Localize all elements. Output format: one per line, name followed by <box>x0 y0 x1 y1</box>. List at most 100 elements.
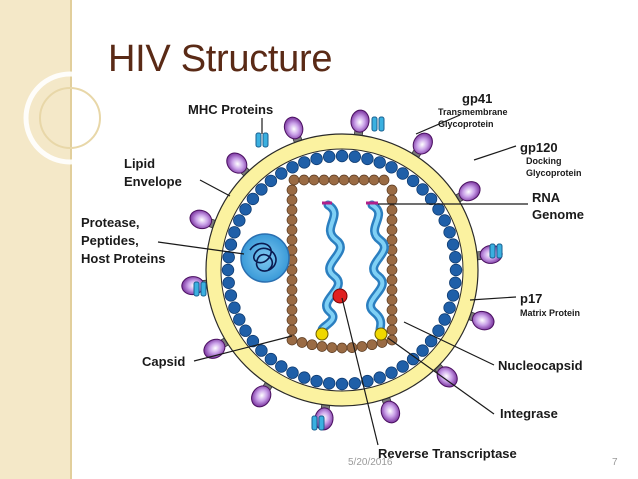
matrix-bead <box>255 344 268 357</box>
matrix-bead <box>221 263 235 277</box>
capsid-bead <box>386 204 398 216</box>
matrix-bead <box>348 150 362 163</box>
mhc-protein-icon <box>193 281 207 297</box>
label-gp120-desc1: Docking <box>526 156 562 166</box>
capsid-bead <box>288 174 300 186</box>
capsid-bead <box>386 284 398 296</box>
capsid-bead <box>386 264 398 276</box>
matrix-bead <box>424 192 438 206</box>
matrix-bead <box>222 251 235 264</box>
matrix-bead <box>361 374 374 388</box>
capsid-bead <box>286 214 298 226</box>
matrix-bead <box>416 344 429 357</box>
rna-strand-right-hi <box>368 203 387 332</box>
matrix-bead <box>443 301 456 314</box>
integrase-left <box>315 327 329 341</box>
capsid-bead <box>286 184 298 196</box>
protease-tangle <box>249 242 277 272</box>
matrix-bead <box>233 214 246 227</box>
mhc-protein-icon <box>311 415 325 431</box>
label-nucleocapsid: Nucleocapsid <box>498 358 583 373</box>
p17-matrix-layer <box>221 149 463 391</box>
capsid-bead <box>366 339 378 351</box>
matrix-bead <box>298 371 311 384</box>
integrase-right <box>374 327 388 341</box>
capsid-bead <box>286 224 298 236</box>
matrix-bead <box>310 374 323 388</box>
matrix-bead <box>224 289 238 302</box>
matrix-bead <box>323 150 336 163</box>
matrix-bead <box>406 174 420 188</box>
capsid-bead <box>386 254 398 266</box>
gp120-spike-icon <box>283 116 304 147</box>
matrix-bead <box>361 152 374 166</box>
label-p17: p17 <box>520 291 542 306</box>
glycoprotein-spikes <box>181 109 503 431</box>
capsid-bead <box>338 174 350 186</box>
capsid-bead <box>386 184 398 196</box>
matrix-bead <box>396 167 409 180</box>
gp120-spike-icon <box>350 109 370 140</box>
matrix-bead <box>443 226 456 239</box>
matrix-bead <box>286 161 299 174</box>
matrix-bead <box>449 251 462 264</box>
capsid-bead <box>318 174 330 186</box>
matrix-bead <box>264 174 278 188</box>
matrix-bead <box>373 371 386 384</box>
capsid-bead <box>286 304 298 316</box>
capsid-bead <box>286 264 298 276</box>
slide-title: HIV Structure <box>108 38 333 80</box>
matrix-bead <box>438 214 451 227</box>
matrix-bead <box>239 203 252 216</box>
label-integrase: Integrase <box>500 406 558 421</box>
mhc-protein-icon <box>255 132 269 148</box>
matrix-bead <box>449 276 462 290</box>
capsid-bead <box>348 174 360 186</box>
matrix-bead <box>323 377 336 390</box>
capsid-bead <box>386 234 398 246</box>
slide-date: 5/20/2016 <box>348 457 393 468</box>
capsid-bead <box>368 174 380 186</box>
matrix-bead <box>406 352 420 366</box>
capsid-bead <box>386 294 398 306</box>
mhc-proteins <box>193 116 503 431</box>
matrix-bead <box>246 192 260 206</box>
capsid-bead <box>386 324 398 336</box>
capsid-bead <box>378 174 390 186</box>
matrix-bead <box>438 313 451 326</box>
matrix-bead <box>446 289 460 302</box>
gp120-spike-icon <box>464 310 495 331</box>
matrix-bead <box>239 324 252 337</box>
matrix-bead <box>310 152 323 166</box>
matrix-bead <box>222 276 235 290</box>
matrix-bead <box>385 366 398 379</box>
matrix-bead <box>416 183 429 196</box>
matrix-bead <box>255 183 268 196</box>
capsid-bead <box>286 294 298 306</box>
matrix-bead <box>335 377 349 391</box>
slide-sidebar <box>0 0 70 479</box>
matrix-bead <box>385 161 398 174</box>
capsid-bead <box>386 274 398 286</box>
capsid-bead <box>286 274 298 286</box>
label-genome: Genome <box>532 207 584 222</box>
capsid-bead <box>286 324 298 336</box>
protease-cluster <box>240 233 290 283</box>
capsid-bead <box>358 174 370 186</box>
capsid-bead <box>326 342 338 353</box>
matrix-bead <box>449 263 463 277</box>
label-lipid: Lipid <box>124 156 155 171</box>
leader-lines <box>157 114 528 446</box>
matrix-bead <box>432 203 445 216</box>
label-p17-desc: Matrix Protein <box>520 308 580 318</box>
label-reverse-transcriptase: Reverse Transcriptase <box>378 446 517 461</box>
matrix-bead <box>246 334 260 348</box>
reverse-transcriptase <box>332 288 348 304</box>
label-gp120-desc2: Glycoprotein <box>526 168 582 178</box>
slide-page-number: 7 <box>612 457 618 468</box>
label-protease: Protease, <box>81 215 140 230</box>
capsid-bead <box>286 284 298 296</box>
matrix-bead <box>335 149 349 163</box>
label-capsid: Capsid <box>142 354 185 369</box>
